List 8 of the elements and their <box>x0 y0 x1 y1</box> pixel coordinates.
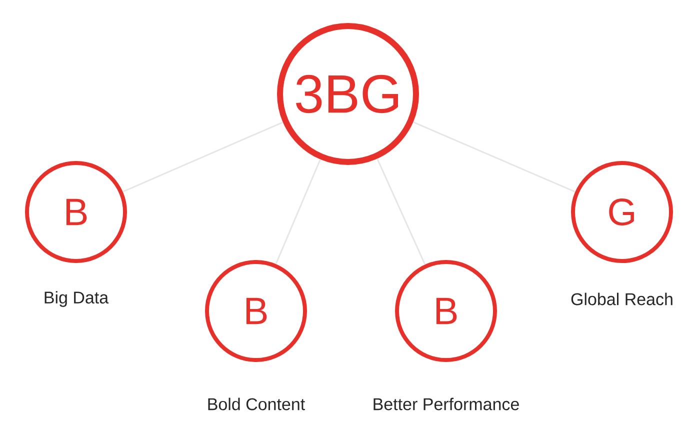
node-label: Global Reach <box>571 292 672 306</box>
connector-line <box>412 121 576 193</box>
connector-line <box>275 159 321 264</box>
node-label: Better Performance <box>374 398 519 410</box>
node-label: Big Data <box>44 291 109 307</box>
connector-line <box>376 158 426 265</box>
node-label: Bold Content <box>208 398 305 410</box>
connector-line <box>122 122 284 192</box>
